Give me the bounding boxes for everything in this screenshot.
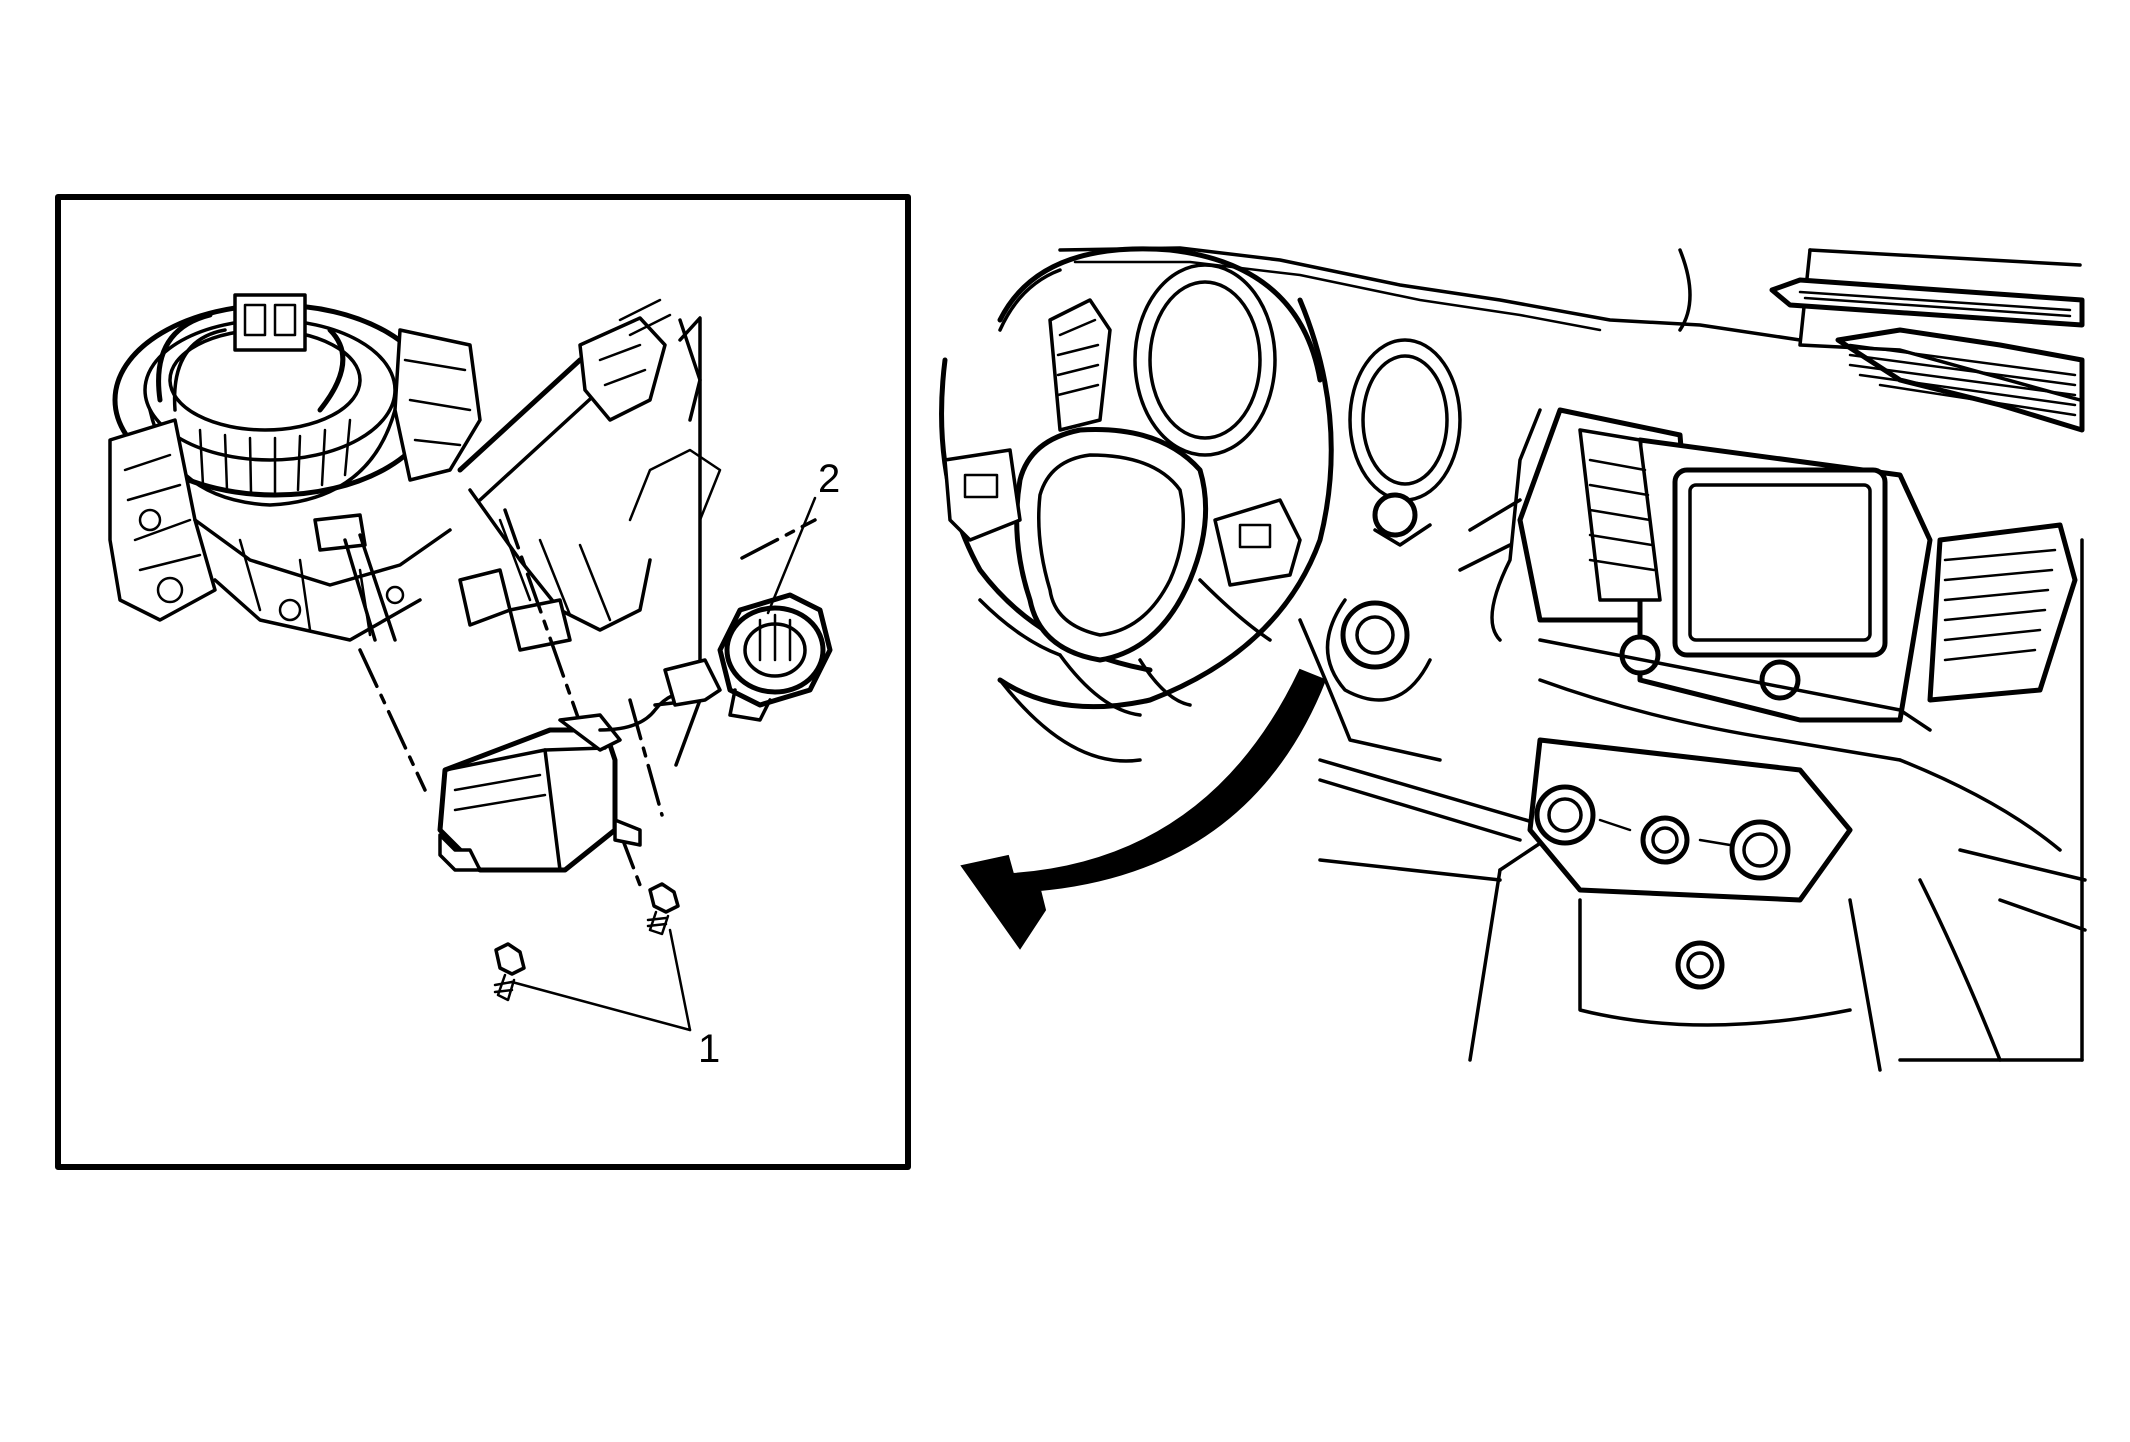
steering-wheel (939, 246, 1334, 717)
steering-column-assembly (108, 293, 722, 652)
detail-inset-view: 1 2 (55, 194, 911, 1170)
leader-lines (510, 496, 817, 1032)
callout-1-label: 1 (698, 1027, 720, 1071)
screw-right (646, 882, 680, 936)
connector-ring (653, 592, 833, 722)
rotation-arrow (960, 668, 1327, 950)
inset-frame (55, 194, 911, 1170)
screw-left (493, 942, 526, 1002)
control-module (437, 688, 702, 873)
callout-2-label: 2 (818, 457, 840, 501)
instrument-cluster (1048, 263, 1462, 502)
ignition-switch (1325, 598, 1432, 702)
center-stack (1468, 407, 2078, 1072)
dashboard-location-view (939, 246, 2087, 1072)
mounting-plane-outline (674, 316, 702, 767)
defrost-grille (1769, 277, 2085, 433)
stalk-knob (1372, 492, 1432, 547)
